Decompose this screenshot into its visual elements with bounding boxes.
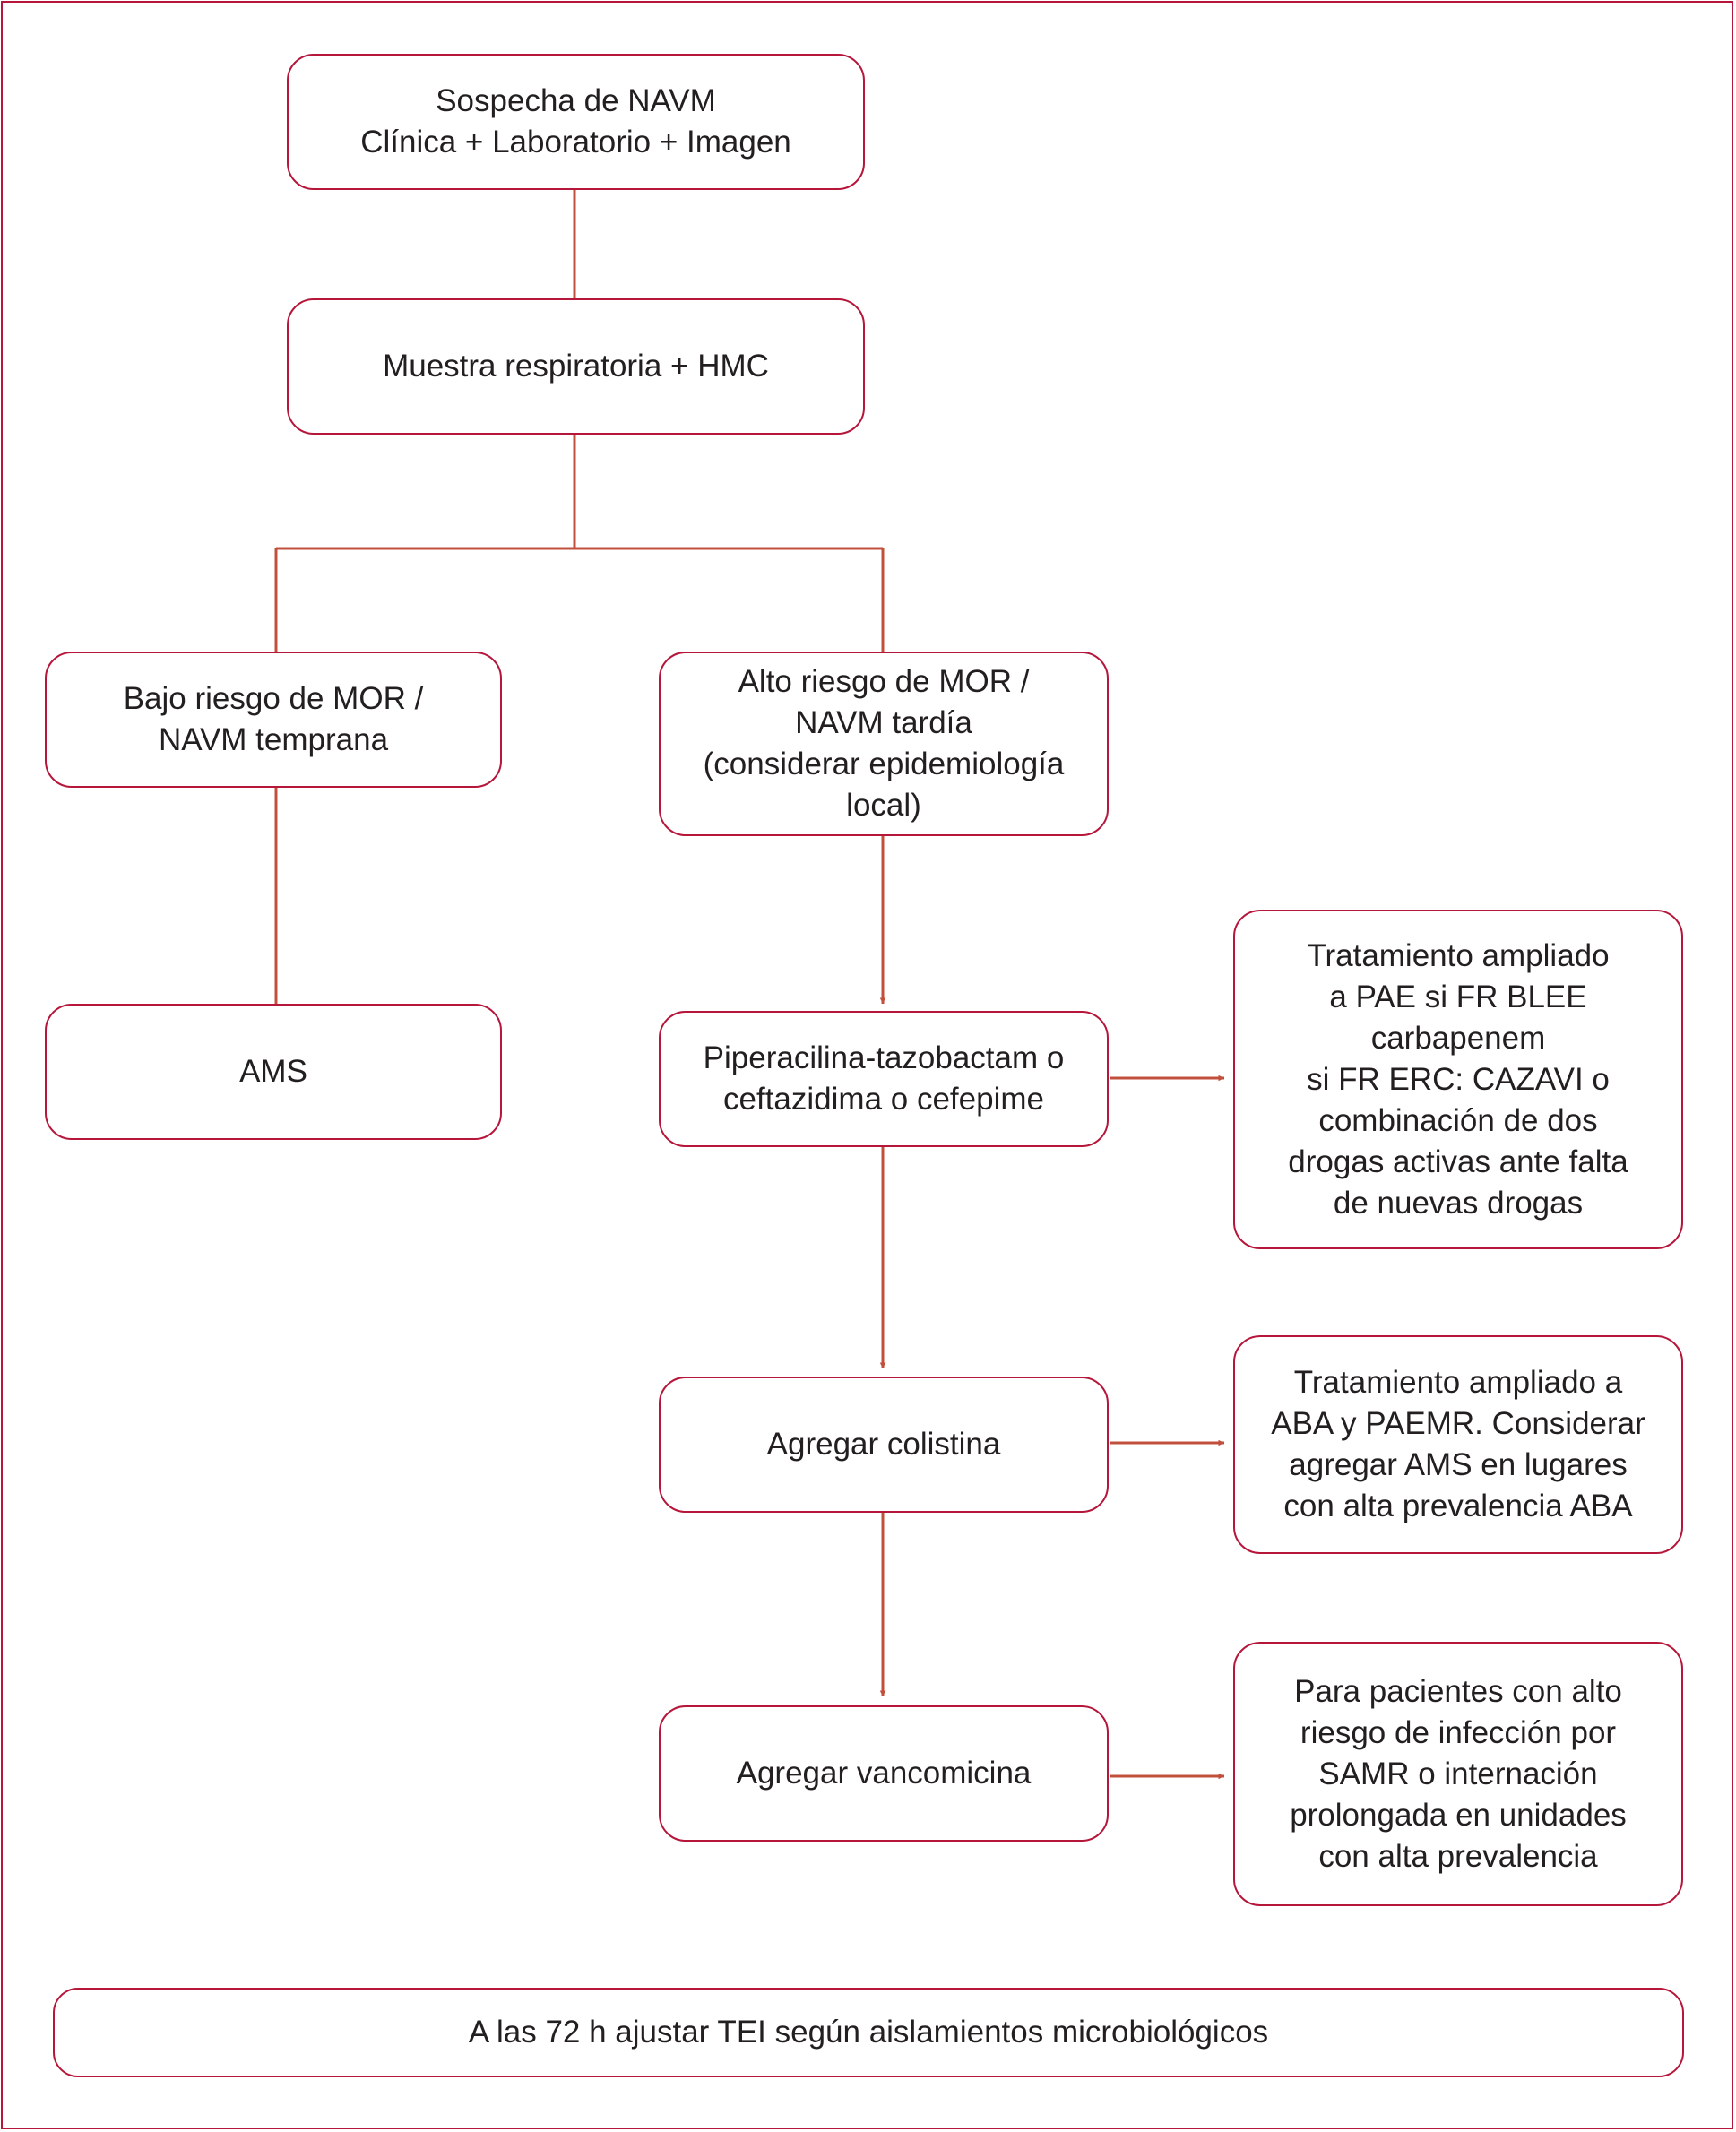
node-vanco-note: Para pacientes con alto riesgo de infecc… bbox=[1233, 1642, 1683, 1906]
node-colistin-note-line-2: ABA y PAEMR. Considerar bbox=[1271, 1406, 1645, 1441]
node-pip-line-1: Piperacilina-tazobactam o bbox=[703, 1040, 1065, 1075]
node-vanco-note-line-3: SAMR o internación bbox=[1318, 1756, 1598, 1791]
node-pip-note-line-6: drogas activas ante falta bbox=[1288, 1144, 1628, 1179]
node-vanco-note-line-2: riesgo de infección por bbox=[1300, 1714, 1617, 1750]
node-footer: A las 72 h ajustar TEI según aislamiento… bbox=[53, 1988, 1684, 2077]
node-suspicion-line-1: Sospecha de NAVM bbox=[436, 83, 716, 118]
node-colistin-note-line-3: agregar AMS en lugares bbox=[1289, 1447, 1628, 1482]
node-pip-note-line-3: carbapenem bbox=[1370, 1020, 1546, 1056]
node-pip-note: Tratamiento ampliado a PAE si FR BLEE ca… bbox=[1233, 910, 1683, 1249]
node-pip-note-line-1: Tratamiento ampliado bbox=[1307, 937, 1610, 973]
node-sample-line-1: Muestra respiratoria + HMC bbox=[383, 349, 769, 384]
node-low-risk-line-2: NAVM temprana bbox=[158, 722, 389, 757]
node-sample: Muestra respiratoria + HMC bbox=[287, 298, 865, 435]
node-vanco-note-line-4: prolongada en unidades bbox=[1290, 1797, 1627, 1833]
node-high-risk: Alto riesgo de MOR / NAVM tardía (consid… bbox=[659, 652, 1109, 836]
node-colistin-note-line-1: Tratamiento ampliado a bbox=[1293, 1365, 1623, 1400]
node-ams-line-1: AMS bbox=[239, 1054, 307, 1089]
node-footer-line-1: A las 72 h ajustar TEI según aislamiento… bbox=[468, 2015, 1269, 2050]
node-pip-note-line-2: a PAE si FR BLEE bbox=[1329, 979, 1587, 1014]
node-high-risk-line-2: NAVM tardía bbox=[795, 705, 972, 740]
node-colistin-line-1: Agregar colistina bbox=[766, 1427, 1001, 1462]
node-vanco-line-1: Agregar vancomicina bbox=[736, 1756, 1032, 1791]
node-suspicion: Sospecha de NAVM Clínica + Laboratorio +… bbox=[287, 54, 865, 190]
node-low-risk-line-1: Bajo riesgo de MOR / bbox=[123, 681, 424, 716]
node-high-risk-line-4: local) bbox=[846, 788, 921, 823]
node-high-risk-line-1: Alto riesgo de MOR / bbox=[738, 664, 1030, 699]
node-colistin-note-line-4: con alta prevalencia ABA bbox=[1283, 1489, 1633, 1523]
node-low-risk: Bajo riesgo de MOR / NAVM temprana bbox=[45, 652, 502, 788]
node-pip-note-line-5: combinación de dos bbox=[1318, 1102, 1598, 1138]
node-pip-note-line-7: de nuevas drogas bbox=[1333, 1185, 1584, 1221]
node-vanco-note-line-1: Para pacientes con alto bbox=[1294, 1673, 1622, 1709]
node-high-risk-line-3: (considerar epidemiología bbox=[703, 747, 1065, 781]
node-colistin: Agregar colistina bbox=[659, 1377, 1109, 1513]
node-suspicion-line-2: Clínica + Laboratorio + Imagen bbox=[360, 125, 791, 160]
node-colistin-note: Tratamiento ampliado a ABA y PAEMR. Cons… bbox=[1233, 1335, 1683, 1554]
node-pip-line-2: ceftazidima o cefepime bbox=[723, 1082, 1044, 1117]
node-vanco-note-line-5: con alta prevalencia bbox=[1318, 1838, 1598, 1874]
node-pip: Piperacilina-tazobactam o ceftazidima o … bbox=[659, 1011, 1109, 1147]
node-ams: AMS bbox=[45, 1004, 502, 1140]
node-vanco: Agregar vancomicina bbox=[659, 1705, 1109, 1842]
node-pip-note-line-4: si FR ERC: CAZAVI o bbox=[1307, 1061, 1610, 1097]
